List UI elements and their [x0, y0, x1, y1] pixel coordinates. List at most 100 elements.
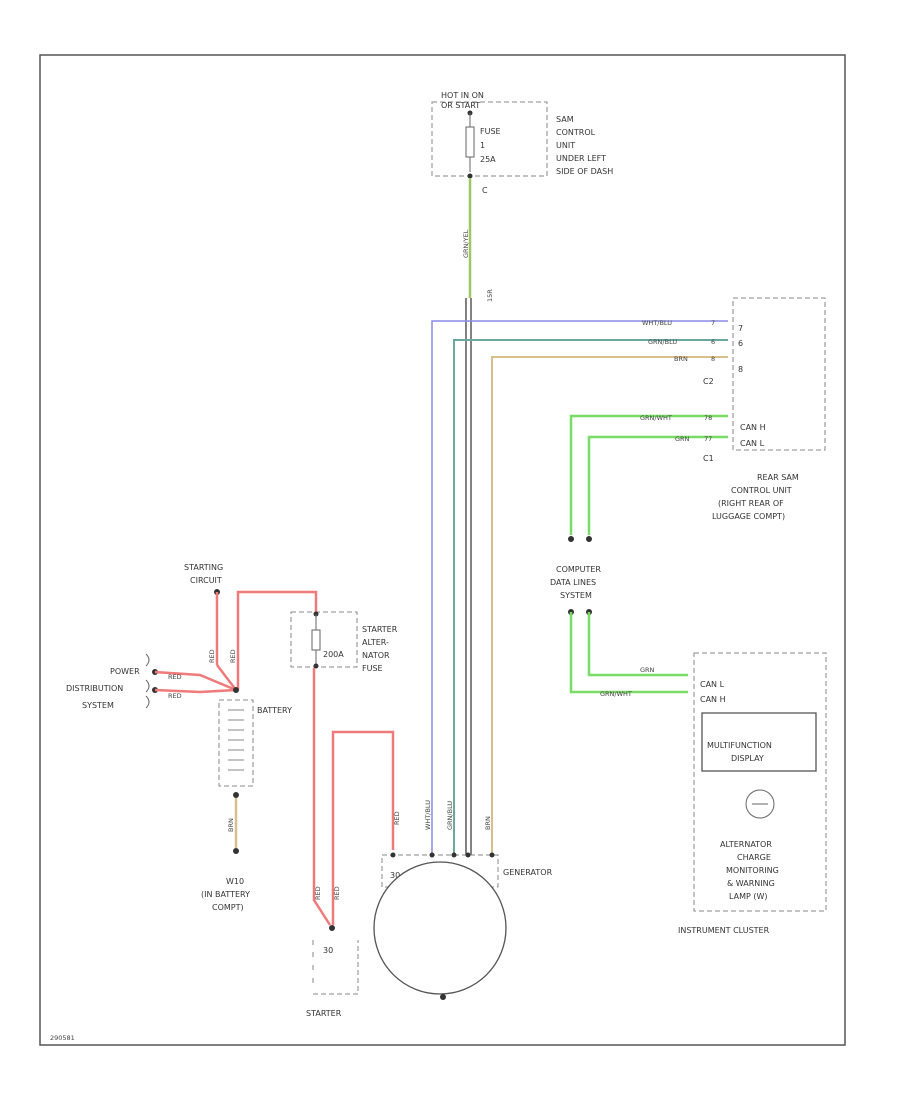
can-h-upper-label: GRN/WHT	[640, 414, 672, 422]
generator-connector-box	[381, 854, 499, 888]
pin-p78: 78	[704, 414, 712, 422]
starter-red-2-label: RED	[333, 886, 341, 900]
gen-b-terminal	[390, 852, 396, 858]
mfd-label-1: MULTIFUNCTION	[707, 741, 772, 750]
starting-junction-wire	[216, 664, 237, 691]
sam-pin-label: C	[482, 186, 488, 195]
battery-cells	[228, 709, 244, 771]
sam-output-wire-label: GRN/YEL	[462, 229, 470, 258]
sam-label-3: UNIT	[556, 141, 575, 150]
battery-negative-terminal	[233, 792, 239, 798]
can-l-upper-label: GRN	[675, 435, 690, 443]
wire-15r-label: 15R	[486, 289, 494, 302]
hot-in-on-label: HOT IN ON	[441, 91, 484, 100]
power-dist-bracket-3	[145, 695, 150, 709]
can-h-lower-wire	[569, 612, 688, 694]
power-dist-label-2: DISTRIBUTION	[66, 684, 123, 693]
gen-terminal-30-label: 30	[390, 871, 400, 880]
alt-label-3: MONITORING	[726, 866, 779, 875]
pin-p6: 6	[711, 338, 715, 346]
gen-wht-blu-label: WHT/BLU	[424, 800, 432, 830]
battery-symbol	[218, 699, 254, 787]
gen-grn-blu-label: GRN/BLU	[446, 801, 454, 830]
saf-label-1: STARTER	[362, 625, 398, 634]
rear-sam-label-3: (RIGHT REAR OF	[718, 499, 784, 508]
starter-terminal-30	[329, 925, 335, 931]
grn-blu-wire-label: GRN/BLU	[648, 338, 677, 346]
power-dist-bracket-2	[145, 679, 150, 693]
alt-label-2: CHARGE	[737, 853, 771, 862]
can-h-label: CAN H	[740, 423, 766, 432]
power-dist-wire-2	[154, 688, 237, 694]
diagram-border	[39, 54, 846, 1046]
gen-terminal-4	[489, 852, 495, 858]
sam-label-4: UNDER LEFT	[556, 154, 606, 163]
cdl-upper-terminal-1	[568, 536, 574, 542]
starter-red-1-label: RED	[314, 886, 322, 900]
fuse-number: 1	[480, 141, 485, 150]
wht-blu-wire-label: WHT/BLU	[642, 319, 672, 327]
gen-b-wire-label: RED	[393, 811, 401, 825]
brn-wire	[491, 356, 728, 855]
pin-6-label: 6	[738, 339, 743, 348]
sam-label-1: SAM	[556, 115, 574, 124]
alt-label-1: ALTERNATOR	[720, 840, 772, 849]
figure-id: 290581	[50, 1034, 75, 1042]
starter-label: STARTER	[306, 1009, 342, 1018]
fuse-label: FUSE	[480, 127, 501, 136]
battery-to-fuse-wire	[236, 590, 318, 690]
cdl-label-2: DATA LINES	[550, 578, 596, 587]
power-dist-bracket-1	[145, 653, 150, 667]
battery-label: BATTERY	[257, 706, 292, 715]
ground-terminal	[233, 848, 239, 854]
fuse-amp: 25A	[480, 155, 496, 164]
starter-box	[312, 940, 359, 995]
wht-blu-wire	[431, 320, 728, 855]
saf-label-4: FUSE	[362, 664, 383, 673]
ground-label-3: COMPT)	[212, 903, 244, 912]
alt-label-4: & WARNING	[727, 879, 775, 888]
starting-circuit-label-2: CIRCUIT	[190, 576, 222, 585]
power-dist-wire-1	[154, 670, 237, 692]
sam-label-2: CONTROL	[556, 128, 596, 137]
gen-terminal-2	[451, 852, 457, 858]
can-h-upper-wire	[569, 414, 728, 535]
pin-8-label: 8	[738, 365, 743, 374]
can-l-upper-wire	[587, 435, 728, 535]
cluster-can-l-label: CAN L	[700, 680, 725, 689]
generator-symbol	[373, 861, 507, 995]
sam-fuse-symbol	[465, 126, 475, 158]
connector-c2-label: C2	[703, 377, 714, 386]
generator-label: GENERATOR	[503, 868, 553, 877]
can-h-lower-label: GRN/WHT	[600, 690, 632, 698]
mfd-label-2: DISPLAY	[731, 754, 764, 763]
ground-wire-label: BRN	[227, 818, 235, 832]
battery-positive-terminal	[233, 687, 239, 693]
cdl-label-1: COMPUTER	[556, 565, 601, 574]
rear-sam-label-1: REAR SAM	[757, 473, 799, 482]
sam-control-unit-box	[431, 101, 548, 177]
saf-label-3: NATOR	[362, 651, 390, 660]
alt-label-5: LAMP (W)	[729, 892, 768, 901]
warning-lamp-icon	[745, 789, 775, 819]
pin-p77: 77	[704, 435, 712, 443]
rear-sam-label-2: CONTROL UNIT	[731, 486, 792, 495]
can-l-lower-wire	[587, 612, 688, 677]
brn-wire-label: BRN	[674, 355, 688, 363]
can-l-lower-label: GRN	[640, 666, 655, 674]
gen-terminal-3	[465, 852, 471, 858]
sam-label-5: SIDE OF DASH	[556, 167, 613, 176]
sam-output-terminal	[467, 173, 473, 179]
ground-label-1: W10	[226, 877, 244, 886]
generator-ground-terminal	[440, 994, 446, 1000]
rear-sam-control-unit-box	[732, 297, 826, 451]
fuse-bottom-terminal	[313, 663, 319, 669]
saf-label-2: ALTER-	[362, 638, 389, 647]
multifunction-display-box	[701, 712, 817, 772]
ground-label-2: (IN BATTERY	[201, 890, 250, 899]
pin-p7: 7	[711, 319, 715, 327]
cdl-upper-terminal-2	[586, 536, 592, 542]
starter-terminal-label: 30	[323, 946, 333, 955]
